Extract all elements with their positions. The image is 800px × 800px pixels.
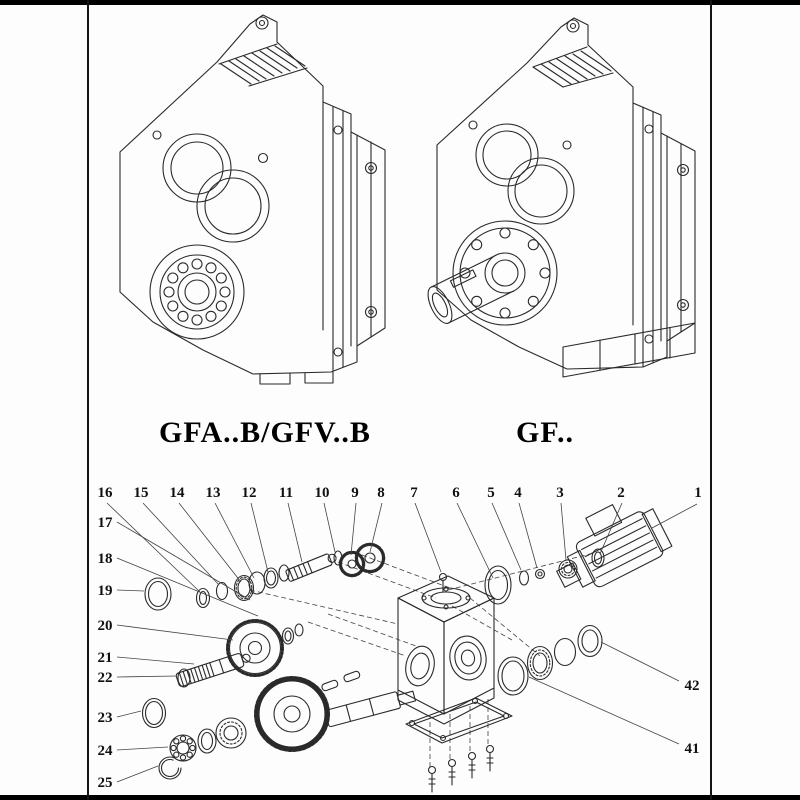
page-frame-right [710, 0, 712, 800]
side-cover-rings [497, 624, 603, 696]
callout-18: 18 [98, 551, 113, 567]
callout-12: 12 [242, 485, 257, 501]
callout-4: 4 [514, 485, 522, 501]
callout-22: 22 [98, 670, 113, 686]
callout-2: 2 [617, 485, 625, 501]
motor-side-parts [438, 548, 605, 605]
callout-41: 41 [685, 741, 700, 757]
callout-15: 15 [134, 485, 149, 501]
page-frame-top [0, 0, 800, 5]
exploded-parts-diagram: 16 15 14 13 12 11 10 9 8 7 6 5 4 3 2 1 1… [98, 485, 702, 793]
callout-25: 25 [98, 775, 113, 791]
gf-output-shaft-flange [427, 220, 558, 326]
leader-lines [106, 502, 698, 783]
callout-21: 21 [98, 650, 113, 666]
callout-19: 19 [98, 583, 113, 599]
callout-10: 10 [315, 485, 330, 501]
callout-3: 3 [556, 485, 564, 501]
callout-11: 11 [279, 485, 293, 501]
callout-42: 42 [685, 678, 700, 694]
callout-23: 23 [98, 710, 113, 726]
callout-6: 6 [452, 485, 460, 501]
left-callouts: 17 18 19 20 21 22 23 24 25 [98, 515, 114, 791]
intermediate-gear-parts [141, 619, 304, 729]
gf-roof-fins [532, 46, 614, 88]
callout-24: 24 [98, 743, 114, 759]
callout-5: 5 [487, 485, 495, 501]
callout-17: 17 [98, 515, 114, 531]
callout-9: 9 [351, 485, 359, 501]
gfab-bearing-bores [152, 130, 270, 243]
gfab-housing-outline [119, 14, 386, 385]
gearbox-drawing-gfab [119, 14, 386, 385]
page-frame-left [87, 0, 89, 800]
page-frame-bottom [0, 795, 800, 800]
input-shaft-parts [144, 542, 386, 611]
callout-14: 14 [170, 485, 186, 501]
gf-bearing-bores [468, 120, 575, 225]
callout-16: 16 [98, 485, 114, 501]
model-label-gf: GF.. [516, 416, 574, 449]
shaft-keyway [449, 269, 477, 288]
phantom-lines [249, 553, 591, 768]
top-callouts: 16 15 14 13 12 11 10 9 8 7 6 5 4 3 2 1 [98, 485, 702, 501]
gfab-roof-fins [218, 43, 308, 87]
callout-7: 7 [410, 485, 418, 501]
gf-housing-outline [436, 17, 696, 378]
callout-8: 8 [377, 485, 385, 501]
gasket-and-bolts [405, 697, 513, 793]
callout-13: 13 [206, 485, 221, 501]
output-shaft-parts [158, 670, 417, 780]
right-callouts: 42 41 [685, 678, 700, 757]
model-label-gfab: GFA..B/GFV..B [159, 416, 371, 449]
gfab-output-bearing [149, 244, 245, 340]
gearbox-drawing-gf [427, 17, 696, 378]
callout-1: 1 [694, 485, 702, 501]
callout-20: 20 [98, 618, 113, 634]
